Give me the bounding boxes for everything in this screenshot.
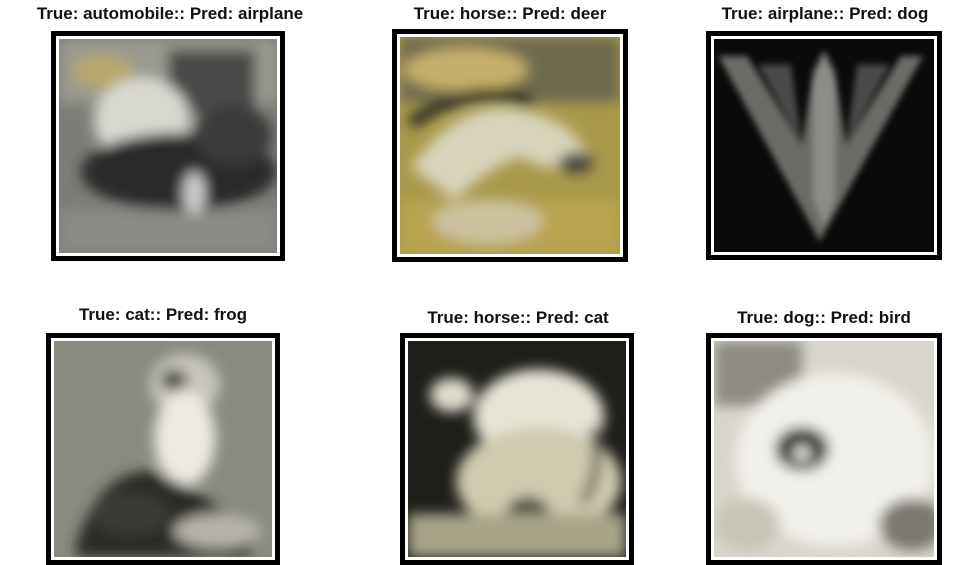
panel-2-image (392, 29, 628, 262)
panel-4-image (46, 333, 280, 565)
panel-3-image (706, 31, 942, 260)
panel-2-caption: True: horse:: Pred: deer (413, 4, 607, 23)
panel-1-image (51, 31, 285, 261)
panel-5-caption: True: horse:: Pred: cat (427, 308, 609, 327)
panel-1-caption: True: automobile:: Pred: airplane (36, 4, 304, 23)
panel-5-image (400, 333, 634, 565)
panel-6-image (706, 333, 942, 565)
panel-4-caption: True: cat:: Pred: frog (78, 305, 248, 324)
panel-3-caption: True: airplane:: Pred: dog (721, 4, 929, 23)
panel-6-caption: True: dog:: Pred: bird (737, 308, 911, 327)
